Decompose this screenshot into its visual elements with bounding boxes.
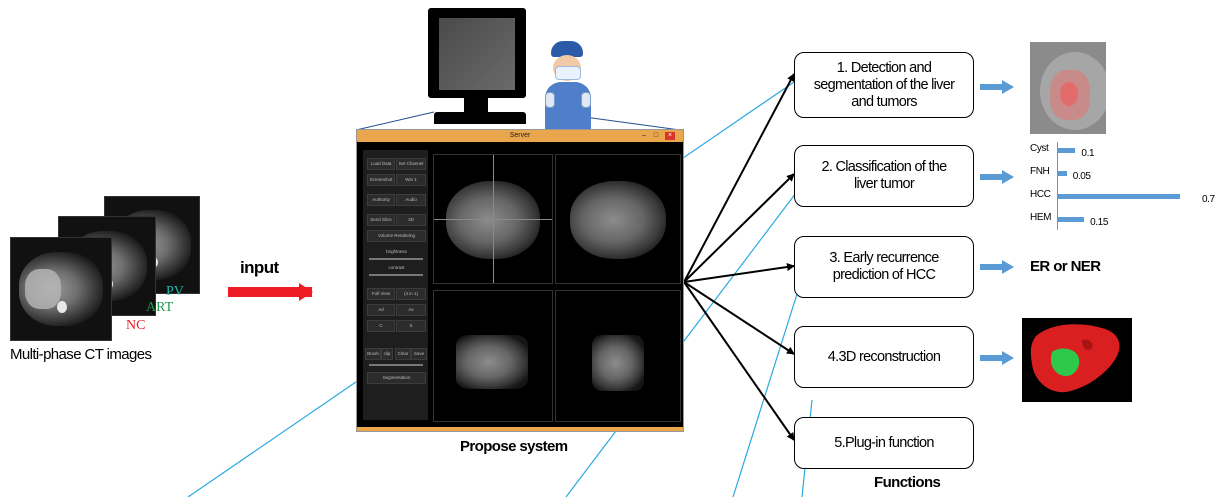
set-channel-button[interactable]: Set Channel	[396, 158, 426, 170]
fan-arrow-2	[683, 173, 795, 283]
fan-arrow-1	[683, 73, 795, 283]
fan-arrow-4	[683, 281, 795, 355]
close-icon[interactable]: ×	[665, 132, 675, 140]
load-data-button[interactable]: Load Data	[367, 158, 395, 170]
segmentation-output-image	[1030, 42, 1106, 134]
function-box-recurrence: 3. Early recurrence prediction of HCC	[794, 236, 974, 298]
segmentation-button[interactable]: Segmentation	[367, 372, 426, 384]
phase-label-pv: PV	[166, 284, 184, 299]
viewport-axial-pv[interactable]	[555, 154, 681, 284]
output-arrow-3	[980, 260, 1014, 274]
fan-arrow-3	[683, 263, 795, 283]
function-label-plugin: 5.Plug-in function	[834, 434, 934, 451]
server-statusbar	[357, 427, 683, 431]
function-label-3d: 4.3D reconstruction	[827, 348, 941, 365]
3d-button[interactable]: 3D	[396, 214, 426, 226]
view-c-button[interactable]: C	[367, 320, 395, 332]
fan-arrow-5	[683, 281, 795, 441]
ct-image-nc	[10, 237, 112, 341]
send-slice-button[interactable]: Send Slice	[367, 214, 395, 226]
value-label-hem: 0.15	[1090, 217, 1109, 228]
viewport-axial-nc[interactable]	[433, 154, 553, 284]
phase-label-nc: NC	[126, 318, 146, 333]
view-ax-button[interactable]: Ax	[396, 304, 426, 316]
volume-rendering-button[interactable]: Volume Rendering	[367, 230, 426, 242]
function-box-plugin: 5.Plug-in function	[794, 417, 974, 469]
input-label: input	[240, 258, 279, 277]
clip-button[interactable]: clip	[381, 348, 393, 360]
guide-line-3	[732, 274, 804, 497]
clear-button[interactable]: Clear	[395, 348, 411, 360]
viewport-coronal[interactable]	[433, 290, 553, 422]
contrast-slider[interactable]	[369, 274, 423, 276]
function-label-classification: 2. Classification of the liver tumor	[821, 159, 947, 192]
view-ad-button[interactable]: Ad	[367, 304, 395, 316]
brightness-slider[interactable]	[369, 258, 423, 260]
category-label-fnh: FNH	[1030, 166, 1050, 177]
save-button[interactable]: Save	[411, 348, 427, 360]
bar-fnh	[1058, 171, 1067, 176]
server-control-panel: Load Data Set Channel Screenshot Win 1 A…	[363, 150, 428, 420]
function-box-classification: 2. Classification of the liver tumor	[794, 145, 974, 207]
authority-button[interactable]: Authority	[367, 194, 395, 206]
monitor-link-left	[355, 111, 435, 131]
value-label-hcc: 0.7	[1202, 194, 1215, 205]
system-caption: Propose system	[460, 438, 568, 455]
brush-button[interactable]: Brush	[365, 348, 381, 360]
3d-reconstruction-image	[1022, 318, 1132, 402]
server-window: Server – □ × Load Data Set Channel Scree…	[356, 129, 684, 432]
recurrence-result: ER or NER	[1030, 258, 1101, 275]
category-label-hcc: HCC	[1030, 189, 1051, 200]
full-view-mode: (4 in 1)	[396, 288, 426, 300]
function-label-detection: 1. Detection and segmentation of the liv…	[813, 59, 955, 110]
viewport-sagittal[interactable]	[555, 290, 681, 422]
maximize-icon[interactable]: □	[653, 132, 659, 139]
ct-caption: Multi-phase CT images	[10, 346, 152, 363]
function-label-recurrence: 3. Early recurrence prediction of HCC	[829, 250, 939, 283]
bar-hcc	[1058, 194, 1180, 199]
screenshot-button[interactable]: Screenshot	[367, 174, 395, 186]
output-arrow-2	[980, 170, 1014, 184]
contrast-label: contrast	[388, 265, 405, 270]
bar-hem	[1058, 217, 1085, 222]
function-box-detection: 1. Detection and segmentation of the liv…	[794, 52, 974, 118]
output-arrow-1	[980, 80, 1014, 94]
brush-size-slider[interactable]	[369, 364, 423, 366]
full-view-button[interactable]: Full View	[367, 288, 395, 300]
functions-title: Functions	[874, 474, 941, 491]
brightness-label: brightness	[386, 249, 407, 254]
guide-line-2	[565, 184, 803, 497]
server-window-title: Server	[509, 132, 531, 139]
output-arrow-4	[980, 351, 1014, 365]
audio-button[interactable]: Audio	[396, 194, 426, 206]
value-label-cyst: 0.1	[1081, 148, 1095, 159]
phase-label-art: ART	[146, 300, 174, 315]
server-titlebar	[357, 130, 683, 142]
chart-axis	[1057, 142, 1058, 230]
bar-cyst	[1058, 148, 1076, 153]
category-label-hem: HEM	[1030, 212, 1052, 223]
category-label-cyst: Cyst	[1030, 143, 1049, 154]
minimize-icon[interactable]: –	[642, 132, 646, 139]
value-label-fnh: 0.05	[1072, 171, 1091, 182]
function-box-3d: 4.3D reconstruction	[794, 326, 974, 388]
window-select[interactable]: Win 1	[396, 174, 426, 186]
view-s-button[interactable]: S	[396, 320, 426, 332]
